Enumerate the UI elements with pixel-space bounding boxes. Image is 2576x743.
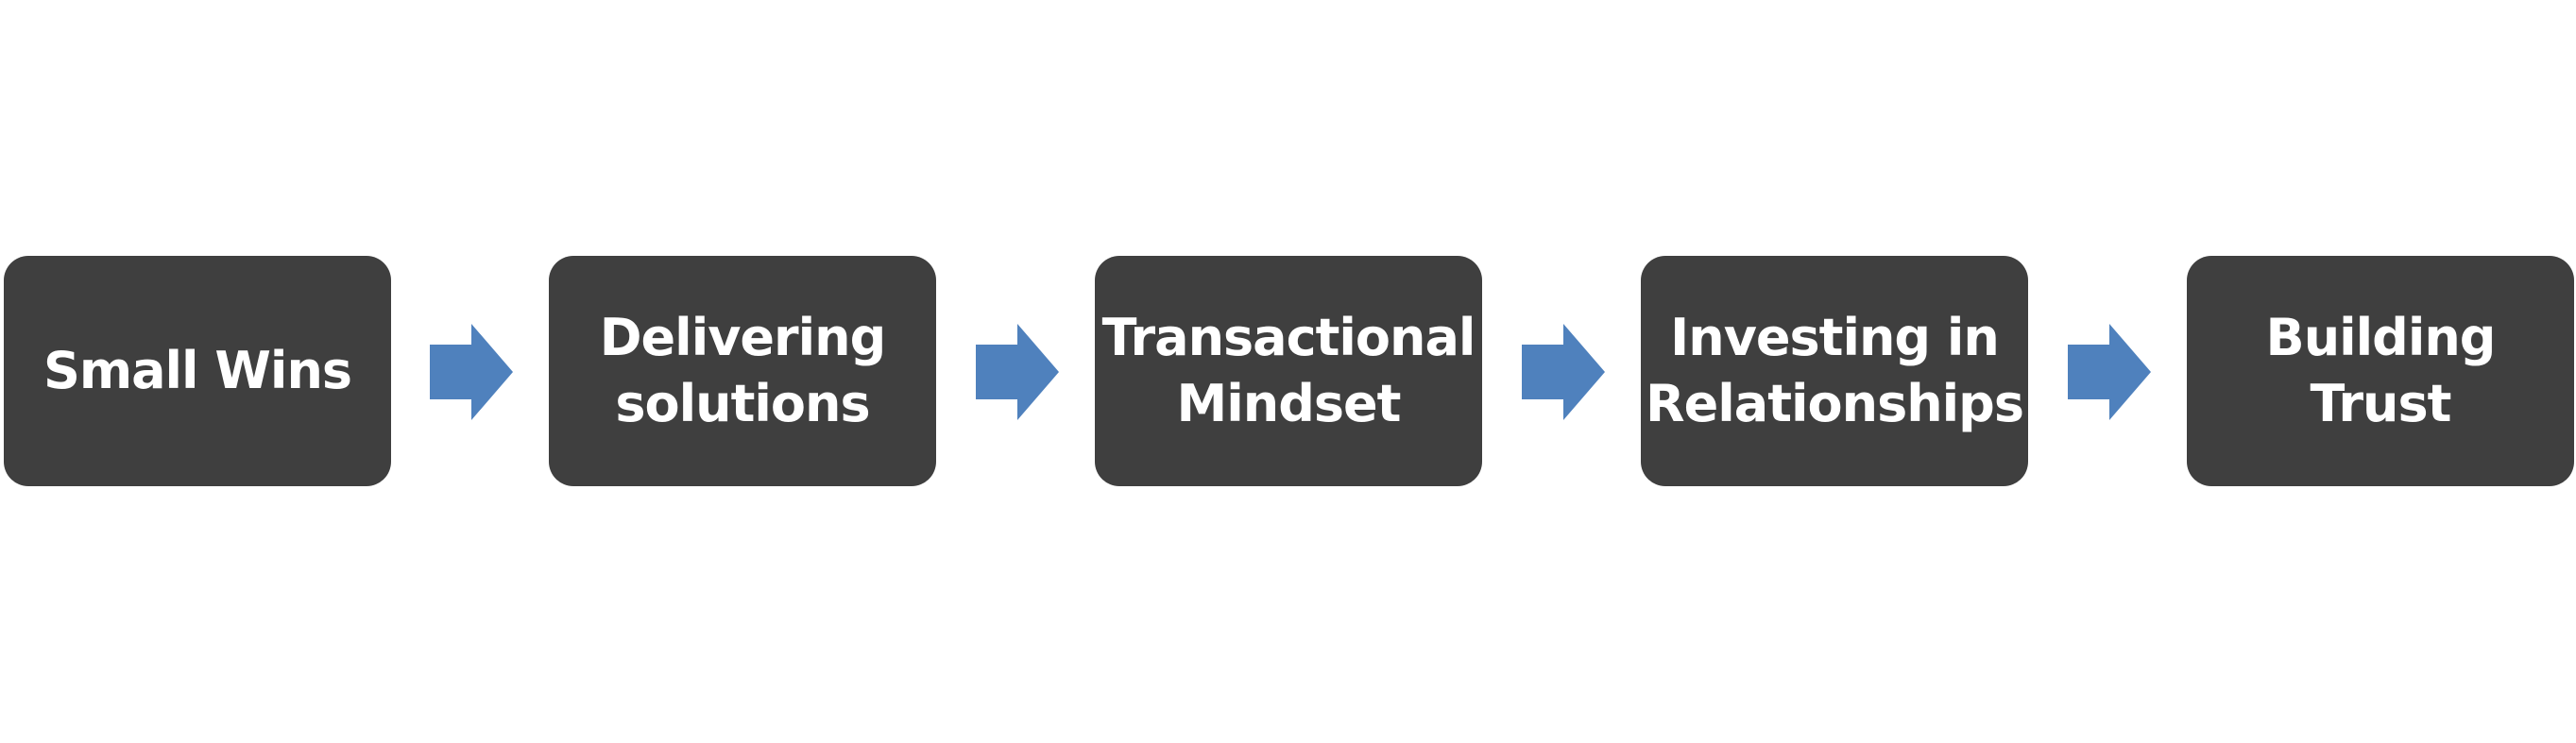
step-transactional-mindset: Transactional Mindset (1095, 256, 1482, 486)
right-arrow-icon (430, 324, 513, 420)
step-investing-in-relationships: Investing in Relationships (1641, 256, 2028, 486)
step-small-wins: Small Wins (4, 256, 391, 486)
step-label: Transactional Mindset (1101, 308, 1476, 433)
step-label: Delivering solutions (599, 308, 887, 433)
right-arrow-icon (2068, 324, 2151, 420)
step-building-trust: Building Trust (2187, 256, 2574, 486)
step-label: Building Trust (2265, 308, 2497, 433)
step-label: Small Wins (43, 341, 352, 400)
right-arrow-icon (976, 324, 1059, 420)
step-delivering-solutions: Delivering solutions (549, 256, 936, 486)
right-arrow-icon (1522, 324, 1605, 420)
step-label: Investing in Relationships (1646, 308, 2024, 433)
